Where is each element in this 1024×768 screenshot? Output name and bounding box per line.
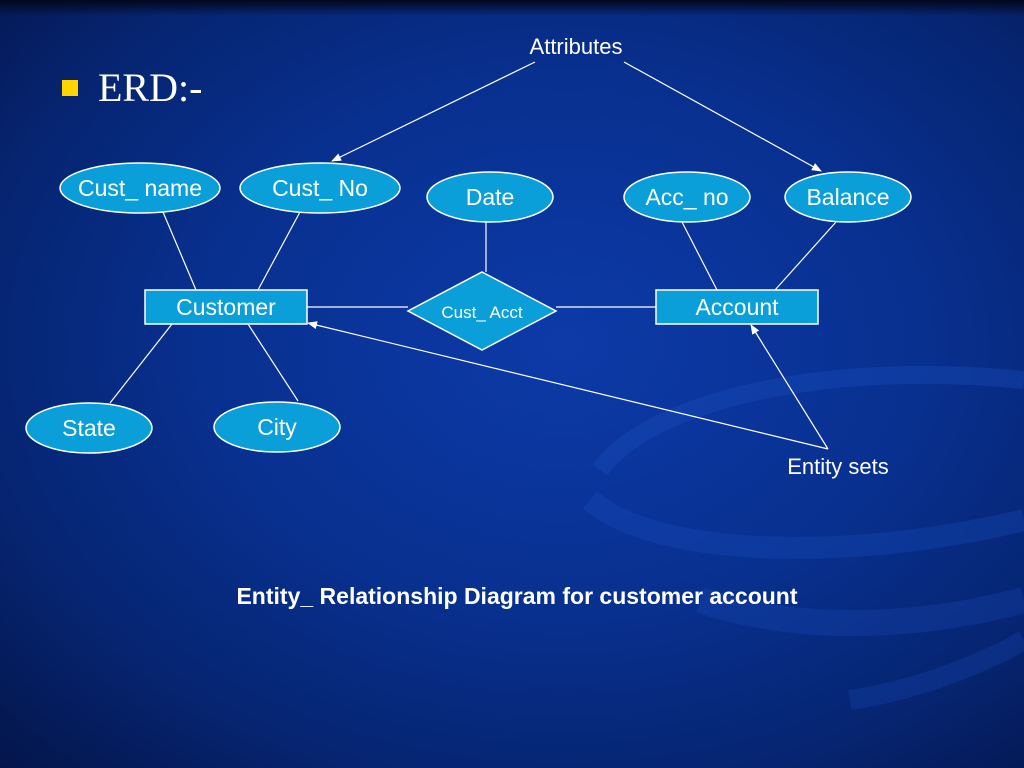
slide-title: ERD:-: [98, 65, 203, 110]
attribute-city: City: [213, 401, 341, 453]
attribute-city-label: City: [257, 414, 297, 440]
attribute-acc-no-label: Acc_ no: [645, 184, 728, 210]
entity-customer-label: Customer: [176, 294, 276, 320]
relationship-cust-acct: Cust_ Acct: [406, 271, 558, 351]
attribute-cust-name: Cust_ name: [59, 162, 221, 214]
attribute-state-label: State: [62, 415, 116, 441]
bullet-square-icon: [62, 80, 78, 96]
entity-sets-annotation: Entity sets: [787, 454, 888, 479]
entity-account-label: Account: [695, 294, 779, 320]
entity-customer: Customer: [144, 289, 308, 325]
attribute-cust-no: Cust_ No: [239, 162, 401, 214]
attribute-balance-label: Balance: [806, 184, 889, 210]
attribute-acc-no: Acc_ no: [623, 171, 751, 223]
connector-lines: [109, 211, 837, 404]
attributes-annotation: Attributes: [530, 34, 623, 59]
top-band: [0, 0, 1024, 16]
attribute-date: Date: [426, 171, 554, 223]
diagram-caption: Entity_ Relationship Diagram for custome…: [236, 583, 798, 609]
entity-account: Account: [655, 289, 819, 325]
attribute-state: State: [25, 402, 153, 454]
relationship-cust-acct-label: Cust_ Acct: [441, 303, 523, 322]
attribute-cust-no-label: Cust_ No: [272, 175, 368, 201]
annotation-arrows: [307, 61, 829, 450]
attribute-balance: Balance: [784, 171, 912, 223]
attribute-cust-name-label: Cust_ name: [78, 175, 202, 201]
title-bullet-row: ERD:-: [62, 66, 202, 110]
attribute-date-label: Date: [466, 184, 515, 210]
